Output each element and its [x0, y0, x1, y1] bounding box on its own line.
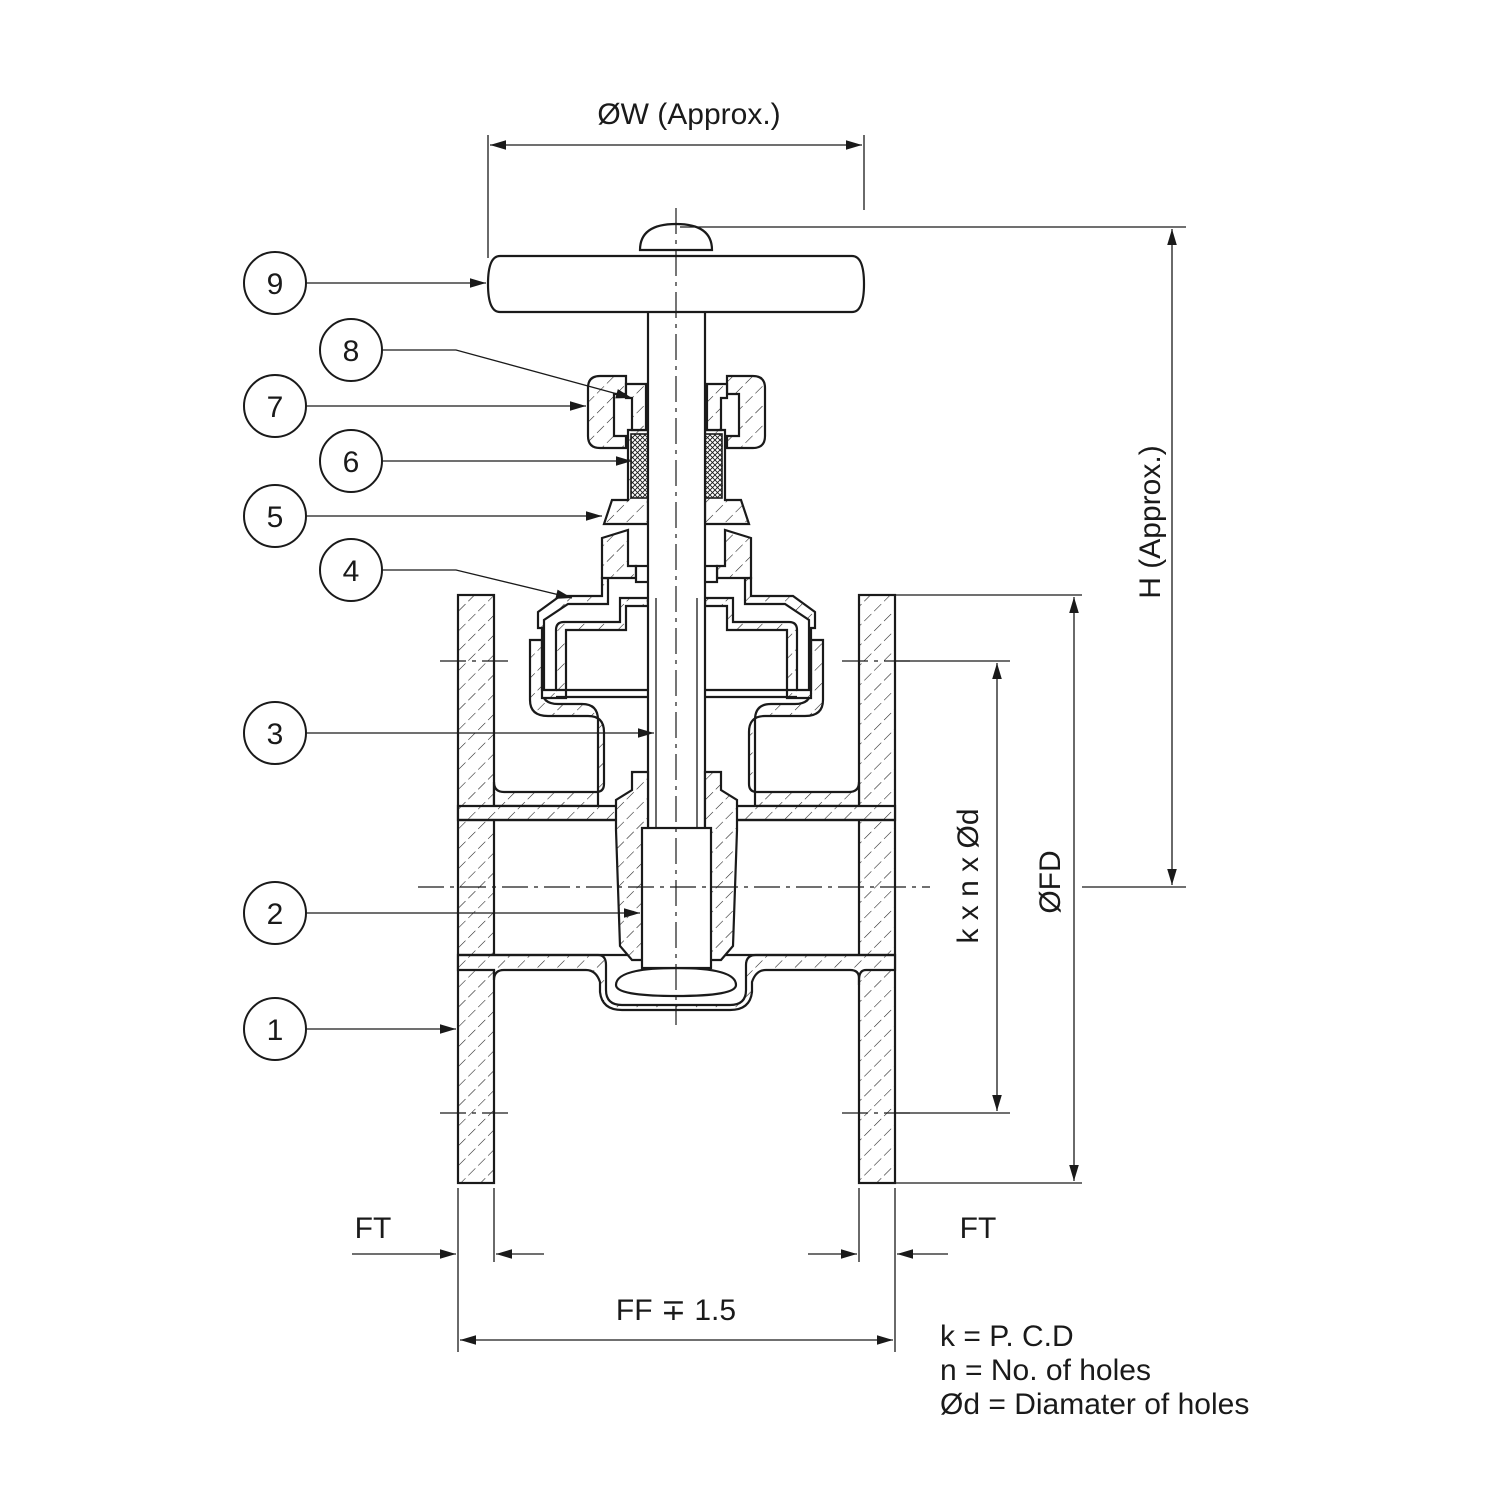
- balloon-3-label: 3: [267, 718, 284, 751]
- balloon-5-label: 5: [267, 501, 284, 534]
- balloon-9-label: 9: [267, 268, 284, 301]
- dimension-width: ØW (Approx.): [487, 98, 865, 258]
- legend: k = P. C.D n = No. of holes Ød = Diamate…: [940, 1320, 1249, 1421]
- left-flange: [456, 593, 496, 1185]
- balloon-1-label: 1: [267, 1014, 284, 1047]
- legend-line-n: n = No. of holes: [940, 1354, 1151, 1387]
- balloon-6: 6: [319, 429, 632, 493]
- balloon-3: 3: [243, 701, 654, 765]
- upper-body-right: [747, 638, 861, 808]
- balloon-6-label: 6: [343, 446, 360, 479]
- packing-right: [704, 433, 723, 499]
- legend-line-d: Ød = Diamater of holes: [940, 1388, 1249, 1421]
- balloon-8-label: 8: [343, 335, 360, 368]
- dimension-height: H (Approx.): [680, 226, 1186, 888]
- face-to-face-label: FF ∓ 1.5: [616, 1294, 736, 1327]
- bonnet-right-section: [703, 576, 817, 700]
- balloon-1: 1: [243, 997, 456, 1061]
- gland-right: [705, 382, 729, 432]
- pcd-dimension-label: k x n x Ød: [952, 808, 985, 943]
- balloon-7: 7: [243, 374, 586, 438]
- balloon-4: 4: [319, 538, 573, 602]
- ft-right-label: FT: [960, 1212, 997, 1245]
- bore-top-left: [456, 804, 628, 822]
- balloon-9: 9: [243, 251, 486, 315]
- height-dimension-label: H (Approx.): [1134, 445, 1167, 598]
- bonnet-neck-right: [715, 528, 753, 580]
- gland-nut-left: [586, 374, 628, 450]
- right-flange: [857, 593, 897, 1185]
- legend-line-k: k = P. C.D: [940, 1320, 1074, 1353]
- dimension-flange-thickness: FT FT: [352, 1188, 996, 1352]
- bonnet-left-section: [536, 576, 650, 700]
- part-balloons: 9 8 7 6 5 4 3: [243, 251, 654, 1061]
- balloon-7-label: 7: [267, 391, 284, 424]
- upper-body-left: [492, 638, 606, 808]
- flange-diameter-label: ØFD: [1034, 850, 1067, 913]
- balloon-2: 2: [243, 881, 640, 945]
- bore-top-right: [727, 804, 897, 822]
- dimension-flange-diameter: ØFD: [895, 594, 1082, 1184]
- width-dimension-label: ØW (Approx.): [597, 98, 780, 131]
- balloon-2-label: 2: [267, 898, 284, 931]
- lower-body: [456, 953, 897, 1012]
- valve-body: [456, 593, 897, 1185]
- gland-left: [624, 382, 648, 432]
- balloon-8: 8: [319, 318, 633, 399]
- dimension-face-to-face: FF ∓ 1.5: [460, 1294, 893, 1345]
- balloon-4-label: 4: [343, 555, 360, 588]
- dimension-pcd: k x n x Ød: [895, 660, 1010, 1114]
- gland-nut-right: [725, 374, 767, 450]
- balloon-5: 5: [243, 484, 602, 548]
- ft-left-label: FT: [355, 1212, 392, 1245]
- packing-left: [630, 433, 649, 499]
- bonnet-neck-left: [600, 528, 638, 580]
